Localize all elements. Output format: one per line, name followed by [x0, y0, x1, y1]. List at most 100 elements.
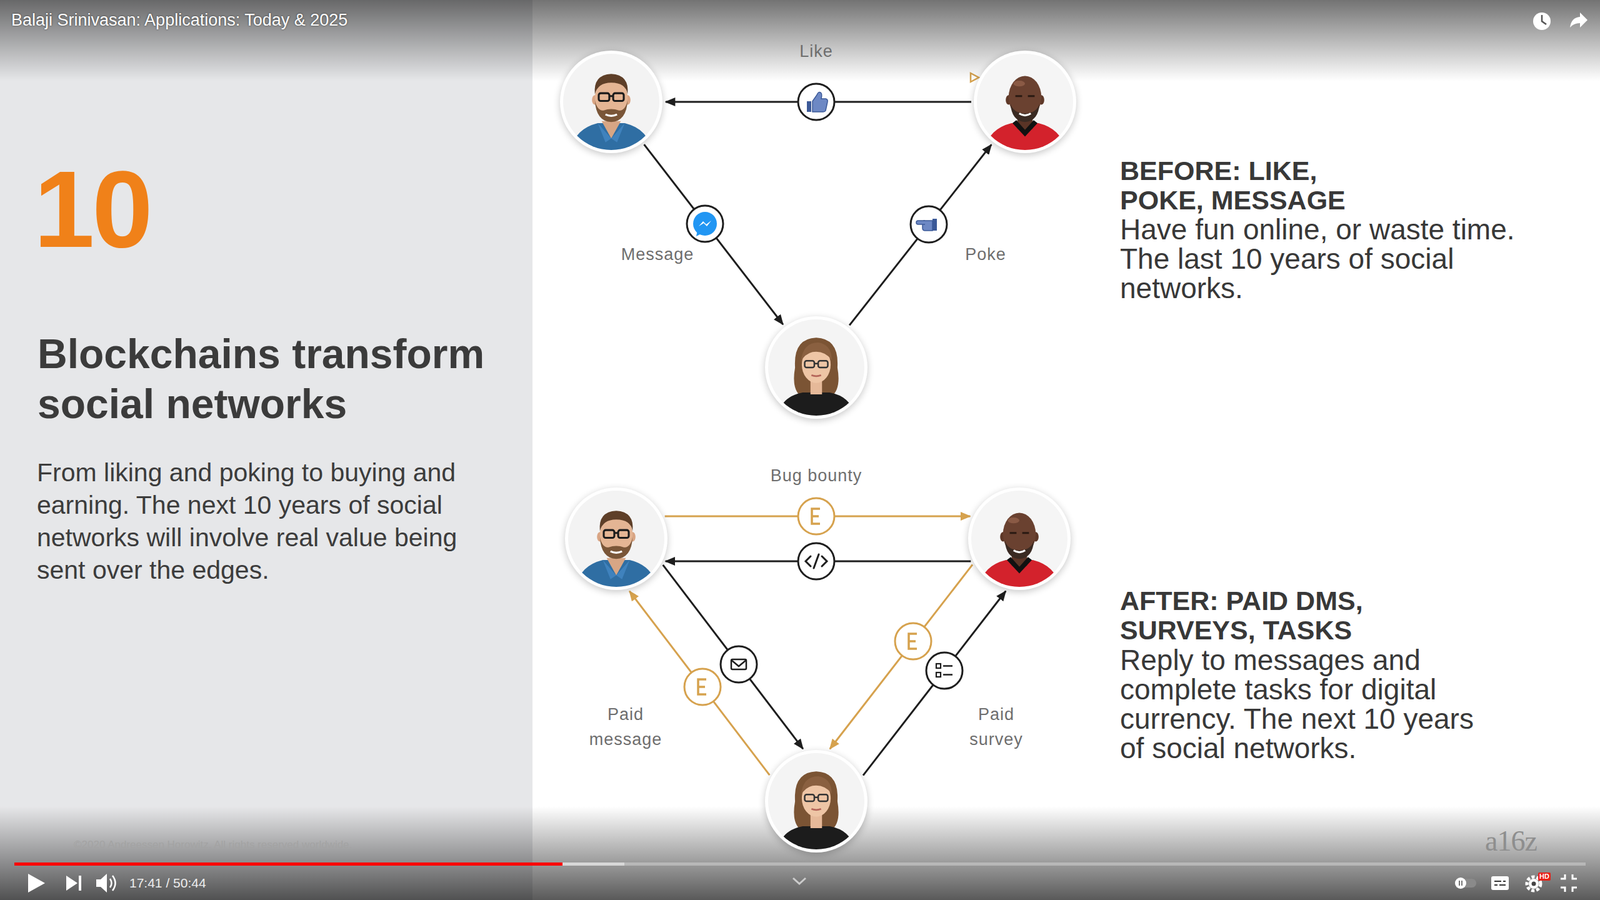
- section-body: Have fun online, or waste time. The last…: [1120, 215, 1545, 304]
- autoplay-toggle: [1459, 880, 1462, 886]
- code-icon: [798, 543, 835, 580]
- clock-icon: [1541, 15, 1547, 25]
- poke-icon: [932, 218, 937, 231]
- person-avatar: [968, 487, 1071, 590]
- person-photo: [971, 490, 1068, 587]
- coin-icon: [684, 668, 721, 705]
- person-photo: [768, 753, 865, 850]
- clock-icon: [1533, 12, 1551, 30]
- progress-buffer: [14, 862, 625, 866]
- person-avatar: [565, 487, 668, 590]
- person-photo: [971, 490, 1068, 587]
- mail-icon: [731, 659, 747, 670]
- autoplay-toggle: [1455, 877, 1467, 889]
- next-icon: [78, 875, 82, 891]
- poke-icon: [916, 220, 925, 225]
- autoplay-toggle: [1455, 877, 1477, 889]
- messenger-icon: [686, 205, 724, 242]
- edge-label: Paid survey: [954, 701, 1039, 752]
- settings-icon: [1528, 878, 1539, 889]
- code-icon: [798, 543, 835, 580]
- messenger-icon: [693, 211, 717, 236]
- settings-icon: [1526, 876, 1541, 891]
- volume-icon: [96, 873, 116, 893]
- chevron-icon: [793, 878, 806, 884]
- survey-icon: [936, 672, 941, 677]
- slide-number: 10: [33, 154, 151, 264]
- settings-icon: [1526, 876, 1541, 891]
- progress-track: [14, 862, 1586, 866]
- edge-label: Paid message: [583, 701, 669, 752]
- like-icon: [812, 92, 828, 113]
- person-photo: [563, 53, 660, 150]
- progress-played: [14, 862, 563, 866]
- brand-logo: a16z: [1485, 823, 1537, 859]
- like-icon: [798, 83, 835, 120]
- messenger-icon: [686, 205, 724, 242]
- person-photo: [976, 53, 1074, 150]
- top-gradient: [0, 0, 1600, 82]
- video-time: 17:41 / 50:44: [129, 875, 207, 891]
- coin-icon: [895, 623, 932, 660]
- play-icon: [28, 873, 45, 893]
- coin-icon: [798, 498, 835, 535]
- person-avatar: [765, 316, 868, 419]
- share-icon: [1570, 12, 1588, 28]
- settings-icon: [1531, 881, 1537, 887]
- hd-badge: HD: [1538, 872, 1551, 881]
- person-photo: [563, 53, 660, 150]
- coin-icon: [798, 498, 835, 535]
- captions-icon: [1491, 876, 1509, 890]
- edge-label: Poke: [965, 241, 1007, 267]
- connector-arrow: [629, 591, 770, 775]
- next-icon: [66, 875, 78, 891]
- coin-icon: [811, 508, 820, 524]
- video-title: Balaji Srinivasan: Applications: Today &…: [11, 10, 348, 30]
- edge-label: Message: [621, 241, 695, 267]
- captions-icon: [1494, 881, 1506, 885]
- connector-arrow: [863, 591, 1006, 776]
- volume-icon: [96, 873, 107, 893]
- clock-icon: [1533, 12, 1551, 30]
- messenger-icon: [698, 220, 712, 227]
- copyright-note: ©2020 Andreessen Horowitz. All rights re…: [73, 838, 352, 852]
- survey-icon: [926, 652, 963, 689]
- connector-arrow: [663, 565, 804, 749]
- person-photo: [768, 753, 865, 850]
- person-photo: [976, 53, 1074, 150]
- slide-title: Blockchains transform social networks: [37, 328, 525, 429]
- fullscreen-exit-icon: [1560, 874, 1577, 892]
- like-icon: [798, 83, 835, 120]
- left-panel: [0, 0, 533, 900]
- connector-arrow: [830, 564, 973, 749]
- edge-label: Like: [799, 38, 834, 64]
- connector-arrow: [644, 144, 784, 325]
- survey-icon: [936, 663, 941, 669]
- connector-arrow: [849, 144, 992, 325]
- coin-icon: [895, 623, 932, 660]
- person-photo: [768, 319, 865, 416]
- person-avatar: [765, 750, 868, 853]
- edge-label: Bug bounty: [770, 463, 863, 489]
- code-icon: [805, 554, 827, 569]
- person-avatar: [973, 50, 1077, 154]
- poke-icon: [910, 206, 947, 243]
- section-body: Reply to messages and complete tasks for…: [1120, 645, 1495, 764]
- person-photo: [568, 490, 665, 587]
- coin-icon: [698, 679, 707, 695]
- coin-icon: [684, 668, 721, 705]
- like-icon: [806, 101, 812, 112]
- slide-body: From liking and poking to buying and ear…: [36, 456, 487, 587]
- person-photo: [768, 319, 865, 416]
- mail-icon: [731, 660, 747, 667]
- mail-icon: [720, 646, 757, 683]
- captions-icon: [1491, 876, 1509, 890]
- next-icon: [66, 875, 82, 891]
- connectors: [629, 101, 1006, 776]
- messenger-icon: [696, 230, 703, 237]
- poke-icon: [910, 206, 947, 243]
- section-heading: BEFORE: LIKE, POKE, MESSAGE: [1120, 156, 1395, 215]
- survey-icon: [943, 666, 953, 675]
- coin-icon: [908, 633, 917, 649]
